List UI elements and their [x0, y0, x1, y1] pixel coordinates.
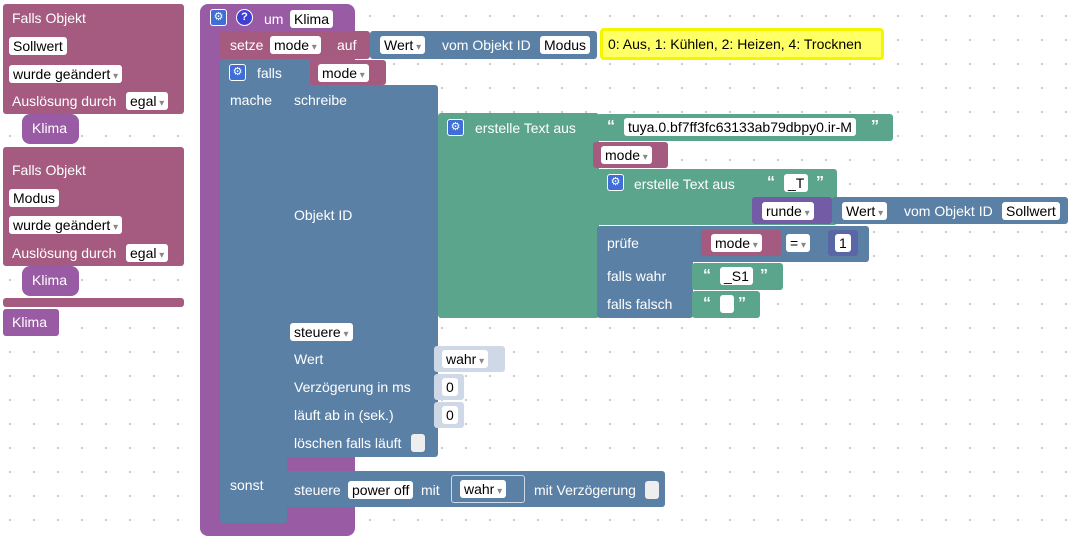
if-label: falls	[257, 65, 282, 81]
write-expire-label: läuft ab in (sek.)	[294, 407, 394, 423]
get-value-from-label: vom Objekt ID	[442, 37, 531, 53]
quote-open-1: “	[607, 118, 615, 135]
call-klima-1[interactable]	[22, 114, 79, 144]
quote-close-2: ”	[816, 174, 824, 191]
compare-rhs-field[interactable]: 1	[835, 234, 851, 252]
write-clear-label: löschen falls läuft	[294, 435, 402, 451]
trigger-header-1: Falls Objekt	[12, 10, 86, 26]
call-klima-2[interactable]	[22, 266, 79, 296]
ternary-true-label: falls wahr	[607, 268, 667, 284]
quote-open-4: “	[703, 295, 711, 312]
trigger-value-1[interactable]: egal	[126, 92, 169, 110]
inner-text-join-label: erstelle Text aus	[634, 176, 735, 192]
do-label: mache	[230, 92, 273, 108]
call-klima-label-2: Klima	[32, 272, 68, 288]
trigger-block-2-bottom	[3, 298, 184, 307]
else-with-label: mit	[421, 482, 440, 498]
text-join-gear-icon[interactable]: ⚙	[447, 119, 464, 136]
write-value-label: Wert	[294, 351, 324, 367]
if-gear-icon[interactable]: ⚙	[229, 64, 246, 81]
true-value-field[interactable]: _S1	[720, 267, 753, 285]
trigger-header-2: Falls Objekt	[12, 162, 86, 178]
round-dropdown[interactable]: runde	[762, 202, 814, 220]
quote-open-3: “	[703, 267, 711, 284]
compare-op-dropdown[interactable]: =	[786, 234, 810, 252]
if-block[interactable]	[220, 59, 287, 523]
write-expire-field[interactable]: 0	[442, 406, 458, 424]
if-header-extension	[285, 59, 310, 85]
loose-klima-label: Klima	[12, 314, 48, 330]
set-keyword: setze	[230, 37, 264, 53]
text-join-block[interactable]	[438, 113, 599, 318]
set-variable-dropdown[interactable]: mode	[270, 36, 321, 54]
comment-text: 0: Aus, 1: Kühlen, 2: Heizen, 4: Trockne…	[608, 36, 862, 52]
false-value-field[interactable]	[720, 295, 734, 313]
round-object-field[interactable]: Sollwert	[1002, 202, 1060, 220]
write-delay-field[interactable]: 0	[442, 378, 458, 396]
ternary-false-label: falls falsch	[607, 296, 673, 312]
trigger-condition-1[interactable]: wurde geändert	[9, 65, 123, 83]
function-keyword: um	[264, 11, 284, 27]
write-control-dropdown[interactable]: steuere	[290, 323, 353, 341]
trigger-label-1: Auslösung durch	[12, 93, 117, 109]
trigger-object-1[interactable]: Sollwert	[9, 37, 67, 55]
else-object-field[interactable]: power off	[348, 481, 414, 499]
else-value-dropdown[interactable]: wahr	[460, 480, 507, 498]
else-delay-checkbox[interactable]	[645, 481, 659, 499]
get-value-object-field[interactable]: Modus	[540, 36, 591, 54]
round-prop-dropdown[interactable]: Wert	[842, 202, 888, 220]
ternary-test-label: prüfe	[607, 235, 639, 251]
write-clear-checkbox[interactable]	[411, 434, 425, 452]
get-value-prop-dropdown[interactable]: Wert	[380, 36, 426, 54]
if-condition-var[interactable]: mode	[318, 64, 369, 82]
write-object-label: Objekt ID	[294, 207, 353, 223]
text-string-2-field[interactable]: _T	[784, 174, 809, 192]
gear-icon[interactable]: ⚙	[210, 9, 227, 26]
help-icon[interactable]: ?	[236, 9, 253, 26]
else-label: sonst	[230, 477, 264, 493]
trigger-condition-2[interactable]: wurde geändert	[9, 216, 123, 234]
quote-close-3: ”	[760, 267, 768, 284]
trigger-value-2[interactable]: egal	[126, 244, 169, 262]
quote-close-1: ”	[871, 118, 879, 135]
else-delay-label: mit Verzögerung	[534, 482, 636, 498]
text-var-dropdown[interactable]: mode	[601, 146, 652, 164]
quote-close-4: ”	[738, 295, 746, 312]
round-from-label: vom Objekt ID	[904, 203, 993, 219]
write-value-dropdown[interactable]: wahr	[442, 350, 489, 368]
quote-open-2: “	[767, 174, 775, 191]
text-string-1-field[interactable]: tuya.0.bf7ff3fc63133ab79dbpy0.ir-M	[624, 118, 856, 136]
loose-klima-block[interactable]	[3, 309, 59, 336]
text-join-label: erstelle Text aus	[475, 120, 576, 136]
function-name-field[interactable]: Klima	[290, 10, 334, 28]
else-control-label: steuere	[294, 482, 341, 498]
comment-bubble[interactable]	[600, 28, 884, 60]
trigger-object-2[interactable]: Modus	[9, 189, 60, 207]
write-delay-label: Verzögerung in ms	[294, 379, 411, 395]
ternary-block[interactable]	[597, 226, 693, 318]
trigger-label-2: Auslösung durch	[12, 245, 117, 261]
call-klima-label-1: Klima	[32, 120, 68, 136]
inner-text-join-gear-icon[interactable]: ⚙	[607, 174, 624, 191]
write-block[interactable]	[284, 85, 438, 457]
compare-lhs-dropdown[interactable]: mode	[711, 234, 762, 252]
write-label: schreibe	[294, 92, 347, 108]
set-to-label: auf	[337, 37, 357, 53]
